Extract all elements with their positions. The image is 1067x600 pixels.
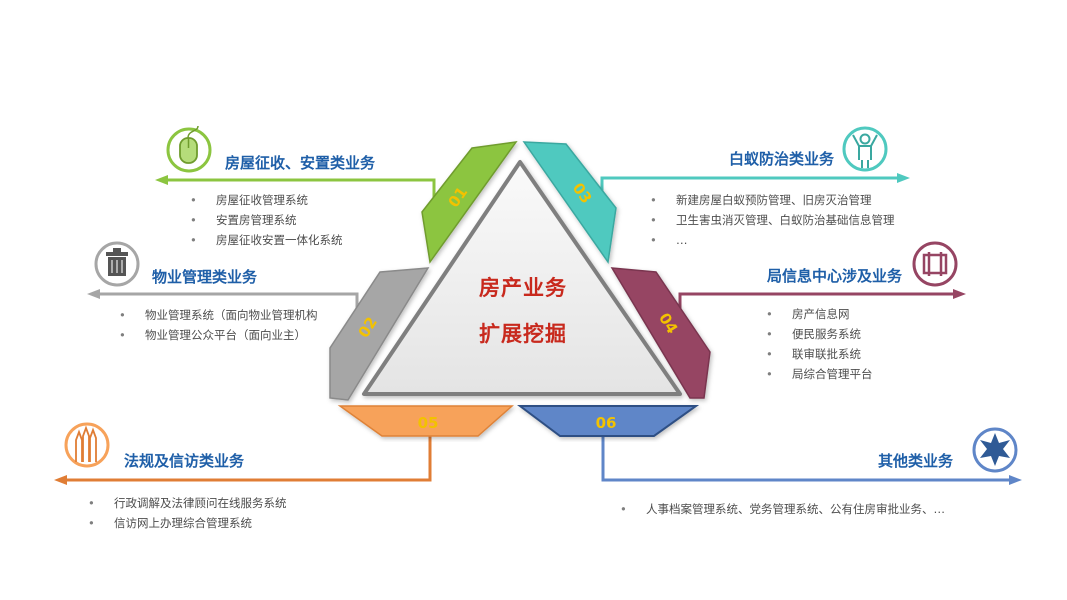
segment-06 (517, 405, 700, 437)
segment-number-06: 06 (596, 414, 617, 432)
section-list-04: 房产信息网 便民服务系统 联审联批系统 局综合管理平台 (766, 304, 873, 384)
section-title-05: 法规及信访类业务 (124, 452, 245, 470)
connector-01 (155, 175, 436, 200)
section-list-02: 物业管理系统（面向物业管理机构 物业管理公众平台（面向业主） (119, 305, 318, 345)
list-item: 新建房屋白蚁预防管理、旧房灭治管理 (650, 190, 895, 210)
list-item: 物业管理系统（面向物业管理机构 (119, 305, 318, 325)
center-triangle (362, 160, 682, 396)
list-item: 联审联批系统 (766, 344, 873, 364)
person-icon (842, 126, 888, 172)
section-list-05: 行政调解及法律顾问在线服务系统 信访网上办理综合管理系统 (88, 493, 287, 533)
scroll-icon (912, 241, 958, 287)
list-item: 房产信息网 (766, 304, 873, 324)
center-title-line1: 房产业务 (479, 276, 567, 300)
list-item: 房屋征收管理系统 (190, 190, 343, 210)
list-item: 行政调解及法律顾问在线服务系统 (88, 493, 287, 513)
section-title-03: 白蚁防治类业务 (729, 150, 835, 168)
list-item: 便民服务系统 (766, 324, 873, 344)
section-title-06: 其他类业务 (878, 452, 954, 470)
segment-04 (610, 267, 711, 399)
list-item: 局综合管理平台 (766, 364, 873, 384)
list-item: 卫生害虫消灭管理、白蚁防治基础信息管理 (650, 210, 895, 230)
list-item: 房屋征收安置一体化系统 (190, 230, 343, 250)
section-title-02: 物业管理类业务 (152, 268, 258, 286)
list-item: 信访网上办理综合管理系统 (88, 513, 287, 533)
section-title-01: 房屋征收、安置类业务 (225, 154, 376, 172)
segment-02 (329, 267, 430, 401)
connector-06 (601, 436, 1022, 485)
segment-03 (522, 141, 617, 264)
trash-bin-icon (94, 241, 140, 287)
center-title-line2: 扩展挖掘 (479, 322, 567, 346)
mouse-icon (166, 125, 212, 173)
list-item: 安置房管理系统 (190, 210, 343, 230)
list-item: 人事档案管理系统、党务管理系统、公有住房审批业务、… (620, 499, 945, 519)
star-badge-icon (972, 427, 1018, 473)
segment-number-05: 05 (418, 414, 439, 432)
section-list-01: 房屋征收管理系统 安置房管理系统 房屋征收安置一体化系统 (190, 190, 343, 250)
pencils-icon (64, 422, 110, 468)
list-item: 物业管理公众平台（面向业主） (119, 325, 318, 345)
connector-05 (54, 436, 432, 485)
list-item: … (650, 230, 895, 250)
segment-01 (421, 141, 518, 264)
segment-05 (337, 405, 514, 437)
section-title-04: 局信息中心涉及业务 (767, 267, 903, 285)
section-list-06: 人事档案管理系统、党务管理系统、公有住房审批业务、… (620, 499, 945, 519)
section-list-03: 新建房屋白蚁预防管理、旧房灭治管理 卫生害虫消灭管理、白蚁防治基础信息管理 … (650, 190, 895, 250)
